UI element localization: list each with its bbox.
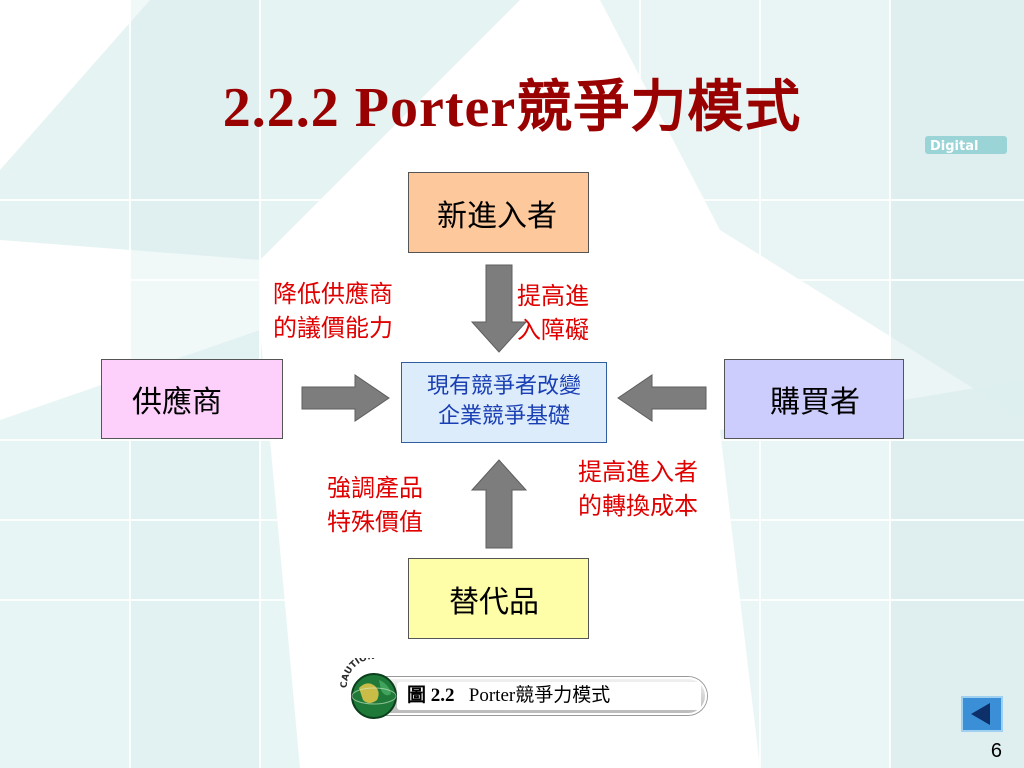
slide-title: 2.2.2 Porter競爭力模式: [222, 77, 802, 139]
arrow-left-buyers: [617, 374, 707, 422]
node-suppliers-label: 供應商: [132, 385, 222, 420]
figure-caption-text: Porter競爭力模式: [468, 685, 611, 706]
node-core-competition: 現有競爭者改變 企業競爭基礎: [401, 362, 607, 443]
triangle-left-icon: [971, 703, 990, 725]
node-new-entrants: 新進入者: [408, 172, 589, 253]
figure-label: 圖 2.2: [407, 685, 455, 706]
node-buyers: 購買者: [724, 359, 904, 439]
page-number: 6: [990, 740, 1002, 762]
node-new-entrants-label: 新進入者: [437, 198, 557, 234]
core-label-line2: 企業競爭基礎: [437, 404, 570, 429]
node-substitutes-label: 替代品: [449, 584, 539, 620]
annotation-substitute-line1: 強調產品: [327, 474, 423, 502]
annotation-entry-line1: 提高進: [517, 282, 589, 310]
annotation-entry-line2: 入障礙: [517, 316, 589, 344]
previous-slide-button[interactable]: [961, 696, 1003, 732]
globe-icon: CAUTION: [340, 658, 397, 719]
annotation-entry-barrier: 提高進 入障礙: [517, 279, 589, 347]
figure-caption: 圖 2.2 Porter競爭力模式: [397, 682, 701, 710]
arrow-down-entrants: [470, 264, 528, 353]
annotation-switching-line2: 的轉換成本: [578, 492, 698, 520]
annotation-supplier-line1: 降低供應商: [273, 280, 393, 308]
annotation-substitute-value: 強調產品 特殊價值: [327, 471, 423, 539]
annotation-supplier-line2: 的議價能力: [273, 314, 393, 342]
core-label-line1: 現有競爭者改變: [426, 374, 581, 399]
node-substitutes: 替代品: [408, 558, 589, 639]
node-suppliers: 供應商: [101, 359, 283, 439]
annotation-switching-cost: 提高進入者 的轉換成本: [578, 455, 698, 523]
arrow-right-suppliers: [301, 374, 390, 422]
annotation-switching-line1: 提高進入者: [578, 458, 698, 486]
arrow-up-substitutes: [470, 459, 528, 549]
node-buyers-label: 購買者: [770, 385, 860, 420]
annotation-substitute-line2: 特殊價值: [327, 508, 423, 536]
digital-badge: Digital: [930, 139, 978, 154]
annotation-supplier-bargaining: 降低供應商 的議價能力: [273, 277, 393, 345]
